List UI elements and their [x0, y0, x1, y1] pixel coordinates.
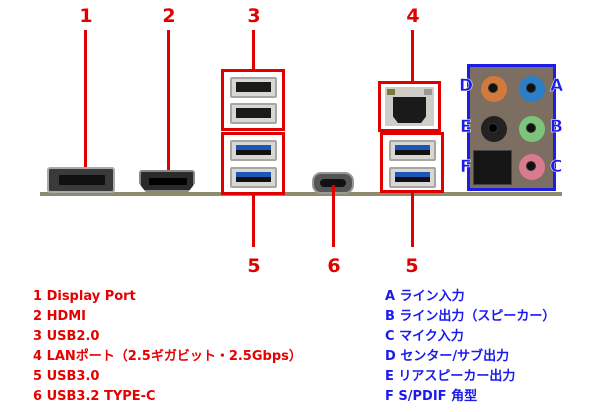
- legend-item: A ライン入力: [385, 289, 465, 304]
- audio-label-c: C: [550, 157, 563, 178]
- legend-item: B ライン出力（スピーカー）: [385, 309, 556, 324]
- audio-jack-blue-a: [519, 76, 545, 102]
- legend-item: 3 USB2.0: [33, 329, 100, 344]
- leader-line-6: [332, 185, 335, 247]
- usb3-port: [389, 140, 436, 161]
- audio-jack-pink-c: [519, 154, 545, 180]
- legend-item: D センター/サブ出力: [385, 349, 510, 364]
- leader-line-3: [252, 30, 255, 70]
- port-legend: 1 Display Port 2 HDMI 3 USB2.0 4 LANポート（…: [33, 287, 302, 407]
- audio-jack-black-e: [481, 116, 507, 142]
- legend-item: 5 USB3.0: [33, 369, 100, 384]
- usb2-highlight-box: [221, 69, 285, 131]
- audio-label-e: E: [460, 117, 472, 138]
- callout-5-right: 5: [405, 255, 419, 277]
- callout-2: 2: [162, 5, 176, 27]
- audio-jack-orange-d: [481, 76, 507, 102]
- usb3-port: [230, 167, 277, 188]
- audio-label-b: B: [550, 117, 563, 138]
- usb3-port: [389, 167, 436, 188]
- audio-jack-green-b: [519, 116, 545, 142]
- callout-3: 3: [247, 5, 261, 27]
- audio-label-d: D: [459, 76, 474, 97]
- leader-line-1: [84, 30, 87, 178]
- displayport-port: [47, 167, 115, 193]
- legend-item: 1 Display Port: [33, 289, 136, 304]
- legend-item: 2 HDMI: [33, 309, 87, 324]
- callout-4: 4: [406, 5, 420, 27]
- lan-port: [385, 87, 434, 126]
- usb3-left-highlight-box: [221, 132, 285, 195]
- legend-item: E リアスピーカー出力: [385, 369, 516, 384]
- lan-highlight-box: [378, 81, 441, 132]
- leader-line-5-right: [411, 193, 414, 247]
- callout-6: 6: [327, 255, 341, 277]
- callout-1: 1: [79, 5, 93, 27]
- audio-legend: A ライン入力 B ライン出力（スピーカー） C マイク入力 D センター/サブ…: [385, 287, 555, 407]
- leader-line-4: [411, 30, 414, 82]
- io-shield-edge: [40, 192, 562, 196]
- hdmi-port: [139, 170, 195, 192]
- callout-5-left: 5: [247, 255, 261, 277]
- usb3-port: [230, 140, 277, 161]
- usb2-port: [230, 103, 277, 124]
- spdif-optical-port: [473, 150, 512, 185]
- usb2-port: [230, 77, 277, 98]
- legend-item: C マイク入力: [385, 329, 464, 344]
- legend-item: F S/PDIF 角型: [385, 389, 478, 404]
- audio-label-f: F: [460, 157, 472, 178]
- legend-item: 4 LANポート（2.5ギガビット・2.5Gbps）: [33, 349, 302, 364]
- legend-item: 6 USB3.2 TYPE-C: [33, 389, 156, 404]
- leader-line-2: [167, 30, 170, 178]
- audio-label-a: A: [550, 76, 564, 97]
- leader-line-5-left: [252, 195, 255, 247]
- audio-panel-highlight-box: [467, 64, 556, 191]
- usb3-right-highlight-box: [380, 132, 444, 193]
